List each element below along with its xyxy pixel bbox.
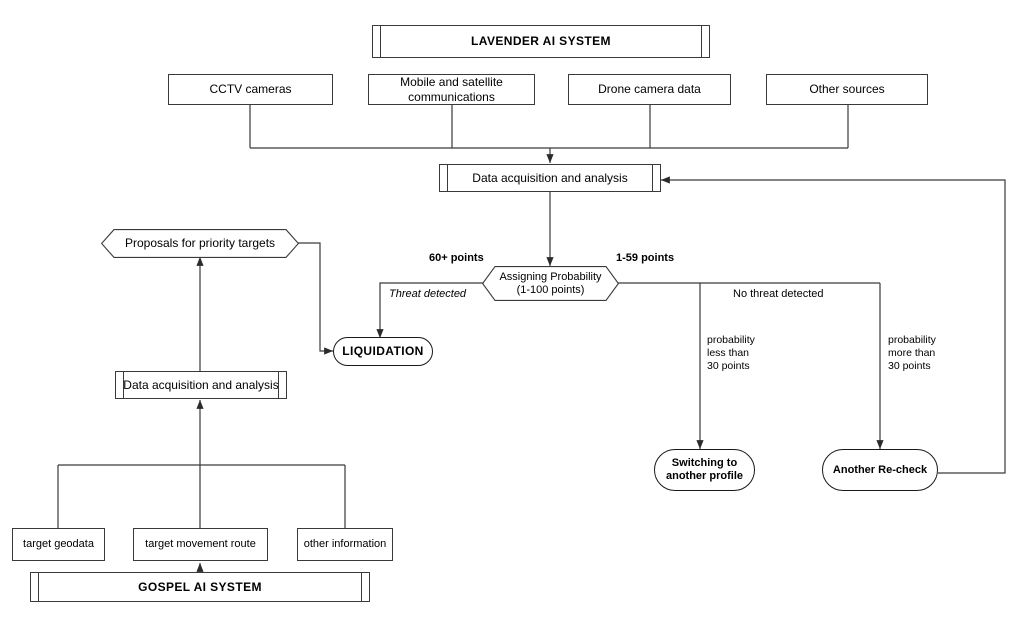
- node-another-recheck[interactable]: Another Re-check: [822, 449, 938, 491]
- edge-label-threat-detected: Threat detected: [389, 288, 467, 300]
- node-lavender-ai-system[interactable]: LAVENDER AI SYSTEM: [372, 25, 710, 58]
- node-label: Proposals for priority targets: [124, 236, 276, 251]
- node-label: target geodata: [23, 538, 94, 551]
- node-data-acquisition-analysis-lavender[interactable]: Data acquisition and analysis: [439, 164, 661, 192]
- node-label: Assigning Probability (1-100 points): [499, 270, 602, 296]
- node-switching-another-profile[interactable]: Switching to another profile: [654, 449, 755, 491]
- edge-label-no-threat-detected: No threat detected: [733, 288, 824, 300]
- node-label: Mobile and satellite communications: [400, 75, 503, 104]
- edge-label-probability-more-than-30: probability more than 30 points: [888, 334, 936, 373]
- hexagon-shape: [101, 229, 299, 258]
- node-label: other information: [303, 538, 387, 551]
- hexagon-shape: [482, 266, 619, 301]
- node-label: Another Re-check: [832, 463, 928, 476]
- node-drone-camera-data[interactable]: Drone camera data: [568, 74, 731, 105]
- node-mobile-satellite-communications[interactable]: Mobile and satellite communications: [368, 74, 535, 105]
- node-data-acquisition-analysis-gospel[interactable]: Data acquisition and analysis: [115, 371, 287, 399]
- node-label: LIQUIDATION: [342, 344, 424, 359]
- node-label: GOSPEL AI SYSTEM: [138, 579, 262, 594]
- node-label: Switching to another profile: [665, 457, 743, 482]
- edge-label-1-59-points: 1-59 points: [616, 252, 675, 264]
- node-other-information[interactable]: other information: [297, 528, 393, 561]
- node-proposals-priority-targets[interactable]: Proposals for priority targets: [101, 229, 299, 258]
- node-label: CCTV cameras: [209, 82, 292, 97]
- node-label: LAVENDER AI SYSTEM: [471, 34, 611, 49]
- node-cctv-cameras[interactable]: CCTV cameras: [168, 74, 333, 105]
- node-label: Drone camera data: [598, 82, 701, 97]
- node-target-geodata[interactable]: target geodata: [12, 528, 105, 561]
- node-label: Other sources: [809, 82, 885, 97]
- node-assigning-probability[interactable]: Assigning Probability (1-100 points): [482, 266, 619, 301]
- node-gospel-ai-system[interactable]: GOSPEL AI SYSTEM: [30, 572, 370, 602]
- node-other-sources[interactable]: Other sources: [766, 74, 928, 105]
- edge-label-60-plus-points: 60+ points: [429, 252, 484, 264]
- node-target-movement-route[interactable]: target movement route: [133, 528, 268, 561]
- edge-label-probability-less-than-30: probability less than 30 points: [707, 334, 755, 373]
- node-label: Data acquisition and analysis: [123, 377, 279, 392]
- node-label: Data acquisition and analysis: [472, 170, 628, 185]
- node-label: target movement route: [145, 538, 256, 551]
- node-liquidation[interactable]: LIQUIDATION: [333, 337, 433, 366]
